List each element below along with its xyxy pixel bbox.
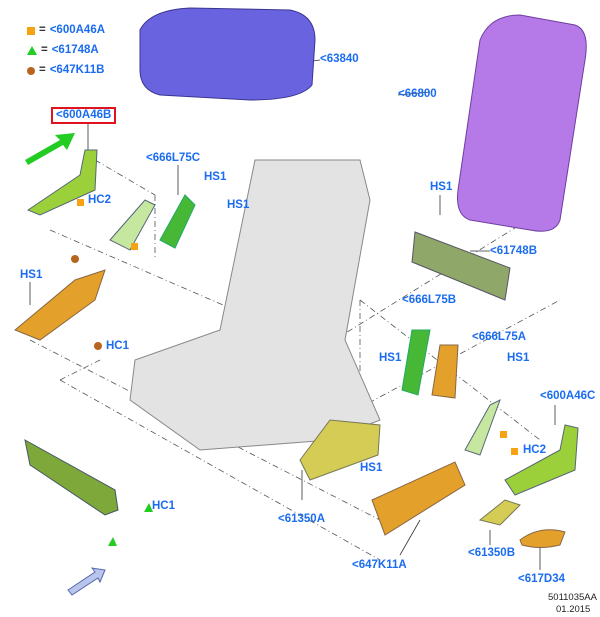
callout-hs1[interactable]: HS1 — [360, 462, 383, 474]
callout-600A46B[interactable]: <600A46B — [51, 107, 117, 124]
legend-code[interactable]: <647K11B — [49, 64, 105, 76]
seat-frame-part — [129, 159, 381, 451]
square-icon — [27, 26, 35, 35]
triangle-icon — [27, 46, 37, 55]
reference-date: 01.2015 — [556, 604, 591, 615]
legend-code[interactable]: <61748A — [51, 44, 99, 56]
callout-617D34[interactable]: <617D34 — [518, 573, 565, 585]
callout-hc1[interactable]: HC1 — [106, 340, 130, 352]
callout-647K11A[interactable]: <647K11A — [352, 559, 407, 571]
callout-61748B[interactable]: <61748B — [490, 245, 537, 257]
seat-cushion-part — [139, 7, 316, 101]
bracket-61350B — [478, 499, 521, 526]
trim-lower-left — [24, 439, 119, 516]
knob-617D34 — [519, 529, 566, 548]
panel-647K11A — [371, 461, 466, 536]
reference-code: 5011035AA — [548, 592, 597, 603]
legend-code[interactable]: <600A46A — [49, 24, 106, 36]
callout-61350B[interactable]: <61350B — [468, 547, 515, 559]
legend-item-61748A: = <61748A — [27, 44, 99, 57]
callout-hc1[interactable]: HC1 — [152, 500, 176, 512]
bracket-61350A — [299, 419, 381, 481]
green-arrow-icon — [25, 133, 75, 165]
shield-inner-right — [464, 398, 501, 456]
callout-hs1[interactable]: HS1 — [204, 171, 227, 183]
callout-hs1[interactable]: HS1 — [227, 199, 250, 211]
seatback-pad-part — [457, 14, 587, 232]
shield-outer-left — [14, 269, 106, 341]
callout-hc2[interactable]: HC2 — [88, 194, 112, 206]
cover-666L75C — [159, 194, 196, 249]
callout-63840[interactable]: <63840 — [320, 53, 359, 65]
direction-arrow-icon — [67, 567, 106, 596]
shield-inner-left — [109, 199, 156, 251]
callout-666L75B[interactable]: <666L75B — [402, 294, 457, 306]
callout-666L75A[interactable]: <666L75A — [472, 331, 527, 343]
callout-61350A[interactable]: <61350A — [278, 513, 325, 525]
callout-666L75C[interactable]: <666L75C — [146, 152, 201, 164]
callout-hs1[interactable]: HS1 — [430, 181, 453, 193]
callout-hs1[interactable]: HS1 — [507, 352, 530, 364]
trim-600A46C — [504, 424, 579, 496]
bracket-61748B — [411, 231, 511, 301]
callout-600A46C[interactable]: <600A46C — [540, 390, 596, 402]
legend-item-600A46A: = <600A46A — [27, 24, 105, 37]
callout-hs1[interactable]: HS1 — [20, 269, 43, 281]
trim-600A46B — [26, 149, 98, 216]
cover-666L75B — [401, 329, 431, 396]
cover-666L75A — [431, 344, 459, 399]
callout-66800[interactable]: <66800 — [398, 88, 437, 100]
circle-icon — [27, 66, 35, 75]
callout-hc2[interactable]: HC2 — [523, 444, 547, 456]
legend-markers — [71, 199, 518, 546]
legend-item-647K11B: = <647K11B — [27, 64, 104, 77]
callout-hs1[interactable]: HS1 — [379, 352, 402, 364]
